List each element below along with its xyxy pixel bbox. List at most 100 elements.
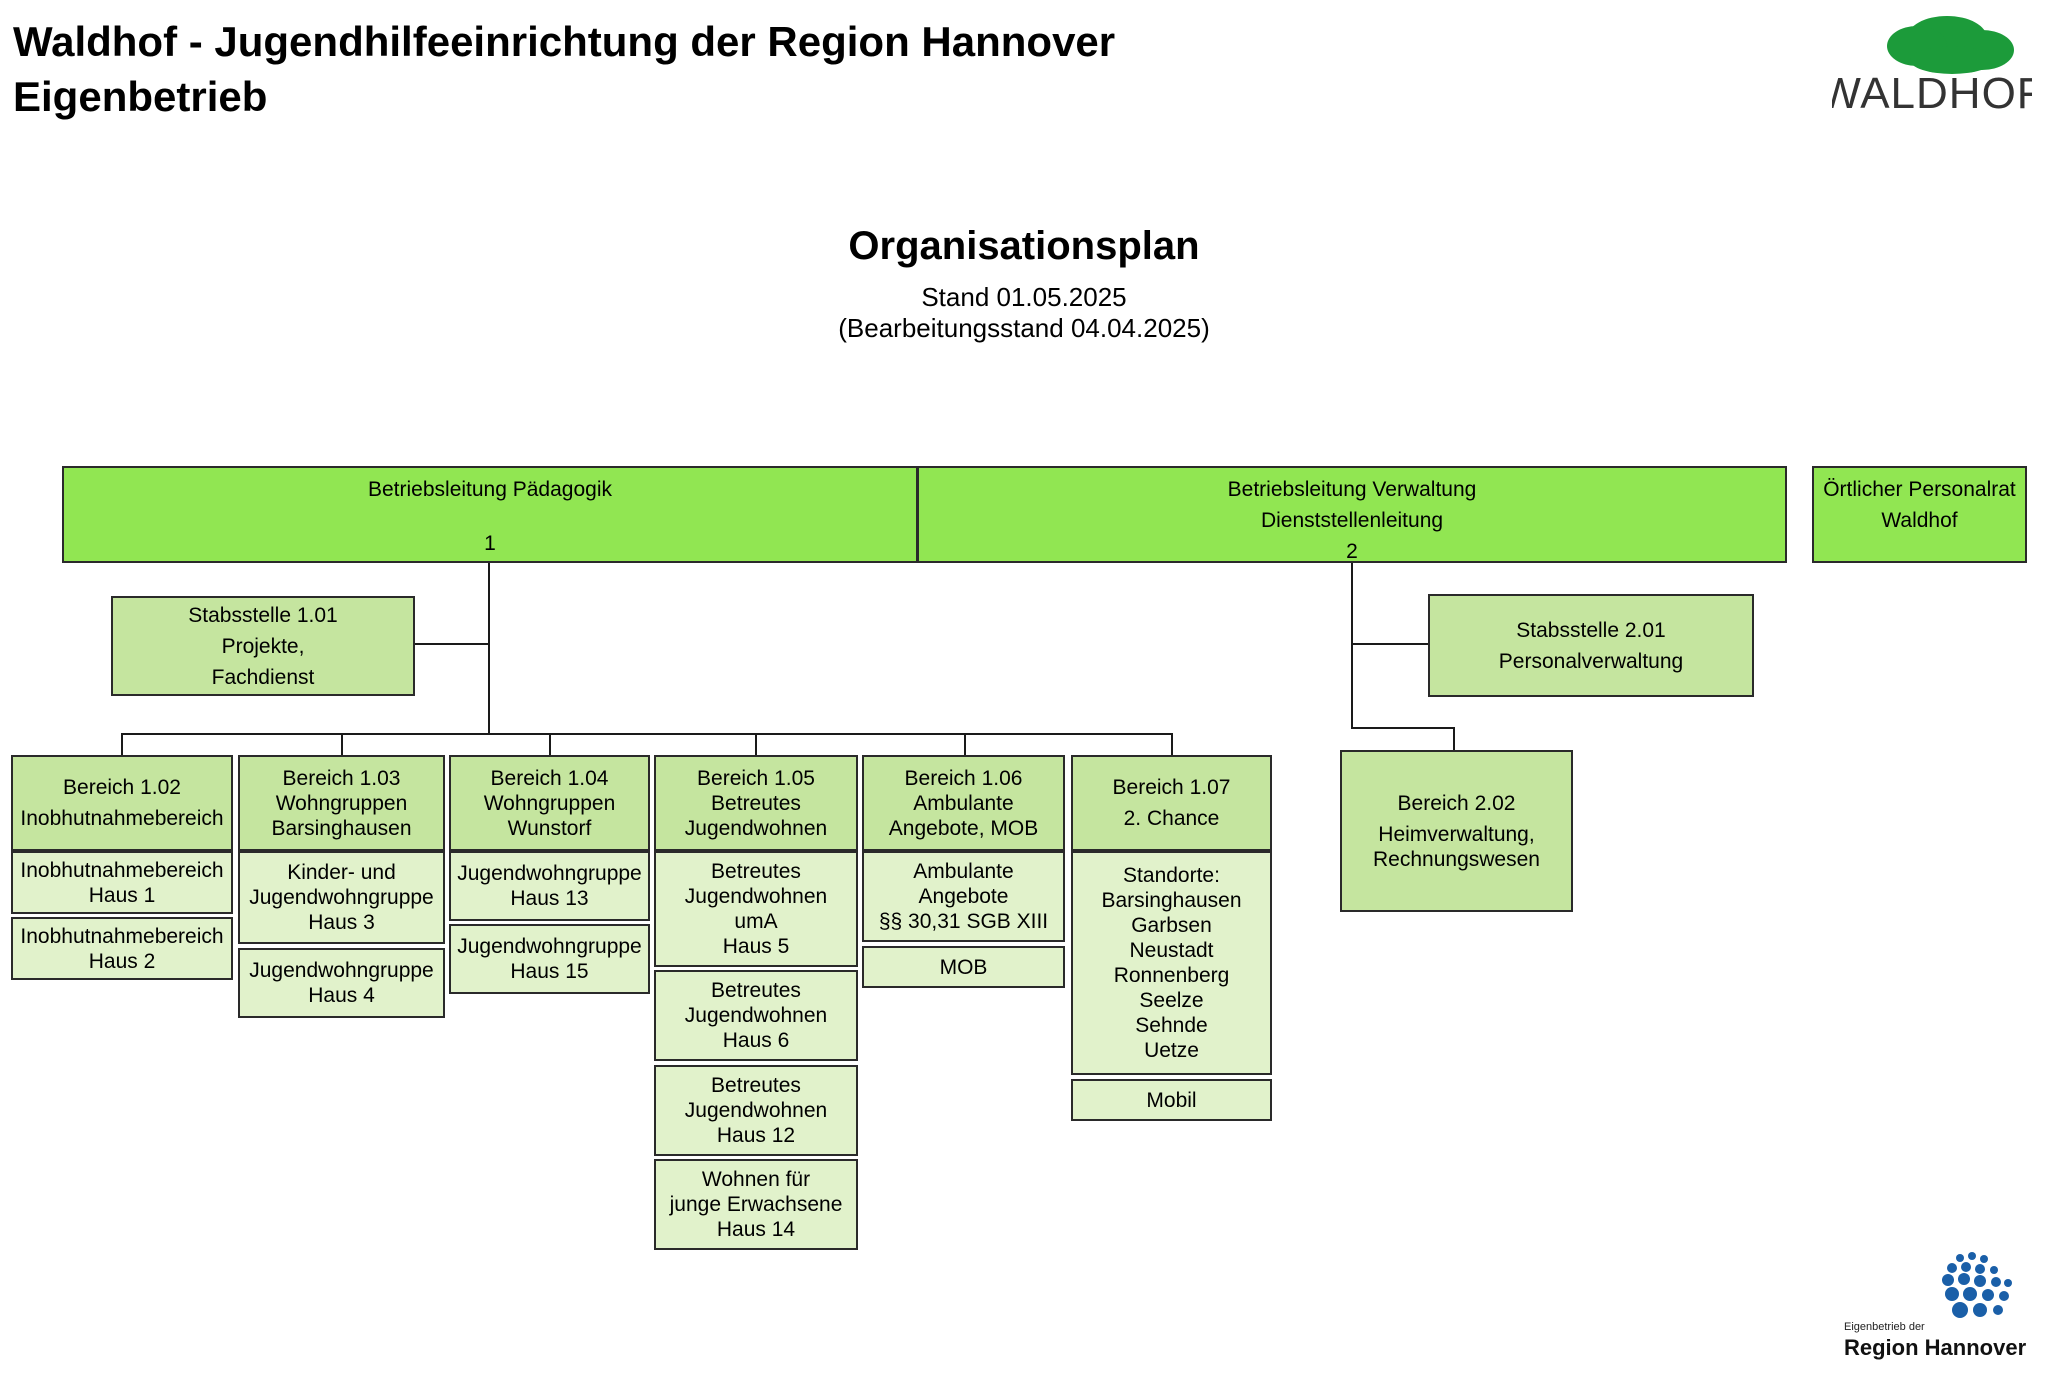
box-unit-ambulante-angebote: Ambulante Angebote §§ 30,31 SGB XIII [862, 851, 1065, 942]
box-stabsstelle-1-01: Stabsstelle 1.01 Projekte, Fachdienst [111, 596, 415, 696]
connector-line [121, 733, 1173, 735]
region-hannover-logo: Eigenbetrieb der Region Hannover [1844, 1252, 2027, 1360]
box-label: Uetze [1144, 1039, 1199, 1062]
box-label: Haus 4 [308, 984, 375, 1007]
box-bereich-1-02: Bereich 1.02 Inobhutnahmebereich [11, 755, 233, 851]
box-bereich-1-03: Bereich 1.03 Wohngruppen Barsinghausen [238, 755, 445, 851]
connector-line [1453, 727, 1455, 751]
waldhof-logo: WALDHOF [1832, 16, 2032, 118]
box-label: Bereich 1.02 [63, 776, 181, 799]
connector-line [413, 643, 490, 645]
box-label: Bereich 1.06 [904, 766, 1023, 790]
box-label: Fachdienst [211, 665, 315, 689]
connector-line [549, 733, 551, 755]
box-personalrat: Örtlicher Personalrat Waldhof [1812, 466, 2027, 563]
box-label: Bereich 1.03 [282, 766, 401, 790]
box-label: Stabsstelle 2.01 [1516, 618, 1666, 642]
box-label: Haus 6 [722, 1029, 790, 1052]
box-stabsstelle-2-01: Stabsstelle 2.01 Personalverwaltung [1428, 594, 1754, 697]
box-label: Inobhutnahmebereich [20, 924, 224, 948]
box-label: Sehnde [1135, 1014, 1208, 1037]
box-label: Jugendwohngruppe [249, 959, 434, 982]
plan-edit-date: (Bearbeitungsstand 04.04.2025) [838, 313, 1210, 343]
box-label: §§ 30,31 SGB XIII [878, 910, 1049, 933]
box-label: Haus 2 [88, 949, 156, 973]
box-label: Mobil [1146, 1088, 1197, 1112]
box-unit-betreutes-jugendwohnen-haus-12: Betreutes Jugendwohnen Haus 12 [654, 1065, 858, 1156]
box-unit-mob: MOB [862, 946, 1065, 988]
box-label: Bereich 2.02 [1397, 791, 1516, 815]
box-label: Haus 15 [510, 960, 589, 983]
box-label: Angebote [918, 885, 1009, 908]
box-label: Waldhof [1881, 509, 1958, 532]
box-label: umA [734, 910, 778, 933]
connector-line [755, 733, 757, 755]
box-label: Seelze [1139, 989, 1204, 1012]
box-label: Dienststellenleitung [1260, 509, 1444, 532]
box-label: Neustadt [1129, 939, 1214, 962]
box-unit-betreutes-jugendwohnen-haus-5: Betreutes Jugendwohnen umA Haus 5 [654, 851, 858, 967]
box-label: Wunstorf [507, 816, 592, 840]
box-unit-jugendwohngruppe-haus-4: Jugendwohngruppe Haus 4 [238, 948, 445, 1018]
organization-title-line2: Eigenbetrieb [13, 73, 268, 120]
connector-line [1351, 643, 1428, 645]
box-label: Betreutes [711, 860, 801, 883]
connector-line [964, 733, 966, 755]
box-label: Jugendwohnen [684, 1099, 828, 1122]
box-label: Jugendwohngruppe [457, 862, 642, 885]
box-unit-standorte: Standorte: Barsinghausen Garbsen Neustad… [1071, 851, 1272, 1075]
connector-line [1171, 733, 1173, 755]
box-label: Wohngruppen [275, 791, 408, 815]
box-unit-betreutes-jugendwohnen-haus-6: Betreutes Jugendwohnen Haus 6 [654, 970, 858, 1061]
box-bereich-1-06: Bereich 1.06 Ambulante Angebote, MOB [862, 755, 1065, 851]
box-label: Kinder- und [287, 861, 396, 884]
box-number: 2 [1346, 540, 1358, 563]
dot-cluster-icon [1942, 1252, 2012, 1318]
box-label: Jugendwohngruppe [457, 935, 642, 958]
box-label: Bereich 1.05 [697, 766, 815, 790]
box-label: Bereich 1.07 [1112, 776, 1231, 799]
box-bereich-1-07: Bereich 1.07 2. Chance [1071, 755, 1272, 851]
connector-line [1351, 727, 1455, 729]
box-label: Haus 5 [722, 935, 790, 958]
box-bereich-2-02: Bereich 2.02 Heimverwaltung, Rechnungswe… [1340, 750, 1573, 912]
box-label: Rechnungswesen [1373, 847, 1540, 871]
organization-title: Waldhof - Jugendhilfeeinrichtung der Reg… [13, 14, 1115, 124]
plan-stand-date: Stand 01.05.2025 [921, 282, 1127, 312]
box-label: Barsinghausen [1101, 889, 1242, 912]
box-label: Betreutes [711, 1074, 801, 1097]
box-unit-jugendwohngruppe-haus-13: Jugendwohngruppe Haus 13 [449, 851, 650, 921]
box-label: Jugendwohngruppe [249, 886, 434, 909]
box-number: 1 [484, 532, 496, 555]
connector-line [488, 561, 490, 735]
box-label: Heimverwaltung, [1378, 822, 1535, 846]
box-label: Wohnen für [701, 1168, 811, 1191]
box-label: Haus 13 [510, 887, 589, 910]
box-label: Betreutes [711, 791, 801, 815]
box-label: Haus 12 [716, 1124, 796, 1147]
box-label: Ambulante [913, 791, 1014, 815]
box-label: Jugendwohnen [684, 885, 828, 908]
box-label: Garbsen [1131, 914, 1212, 937]
tree-crown-icon [1887, 16, 2014, 74]
box-label: MOB [939, 955, 988, 979]
box-label: Jugendwohnen [684, 1004, 828, 1027]
box-label: Stabsstelle 1.01 [188, 603, 338, 627]
box-label: Haus 1 [88, 883, 156, 907]
box-label: Betreutes [711, 979, 801, 1002]
box-unit-inobhutnahme-haus-2: Inobhutnahmebereich Haus 2 [11, 917, 233, 980]
box-label: 2. Chance [1123, 807, 1220, 830]
region-logo-large-text: Region Hannover [1844, 1335, 2027, 1360]
box-unit-jugendwohngruppe-haus-3: Kinder- und Jugendwohngruppe Haus 3 [238, 851, 445, 944]
box-label: Ronnenberg [1113, 964, 1230, 987]
connector-line [121, 733, 123, 755]
box-label: Jugendwohnen [684, 816, 828, 840]
box-betriebsleitung-paedagogik: Betriebsleitung Pädagogik 1 [62, 466, 918, 563]
box-label: Bereich 1.04 [490, 766, 609, 790]
organization-title-line1: Waldhof - Jugendhilfeeinrichtung der Reg… [13, 18, 1116, 65]
plan-title: Organisationsplan [848, 224, 1200, 268]
box-label: Personalverwaltung [1498, 649, 1684, 673]
box-label: Haus 3 [308, 911, 375, 934]
box-label: Standorte: [1123, 864, 1220, 887]
box-label: Angebote, MOB [888, 816, 1039, 840]
